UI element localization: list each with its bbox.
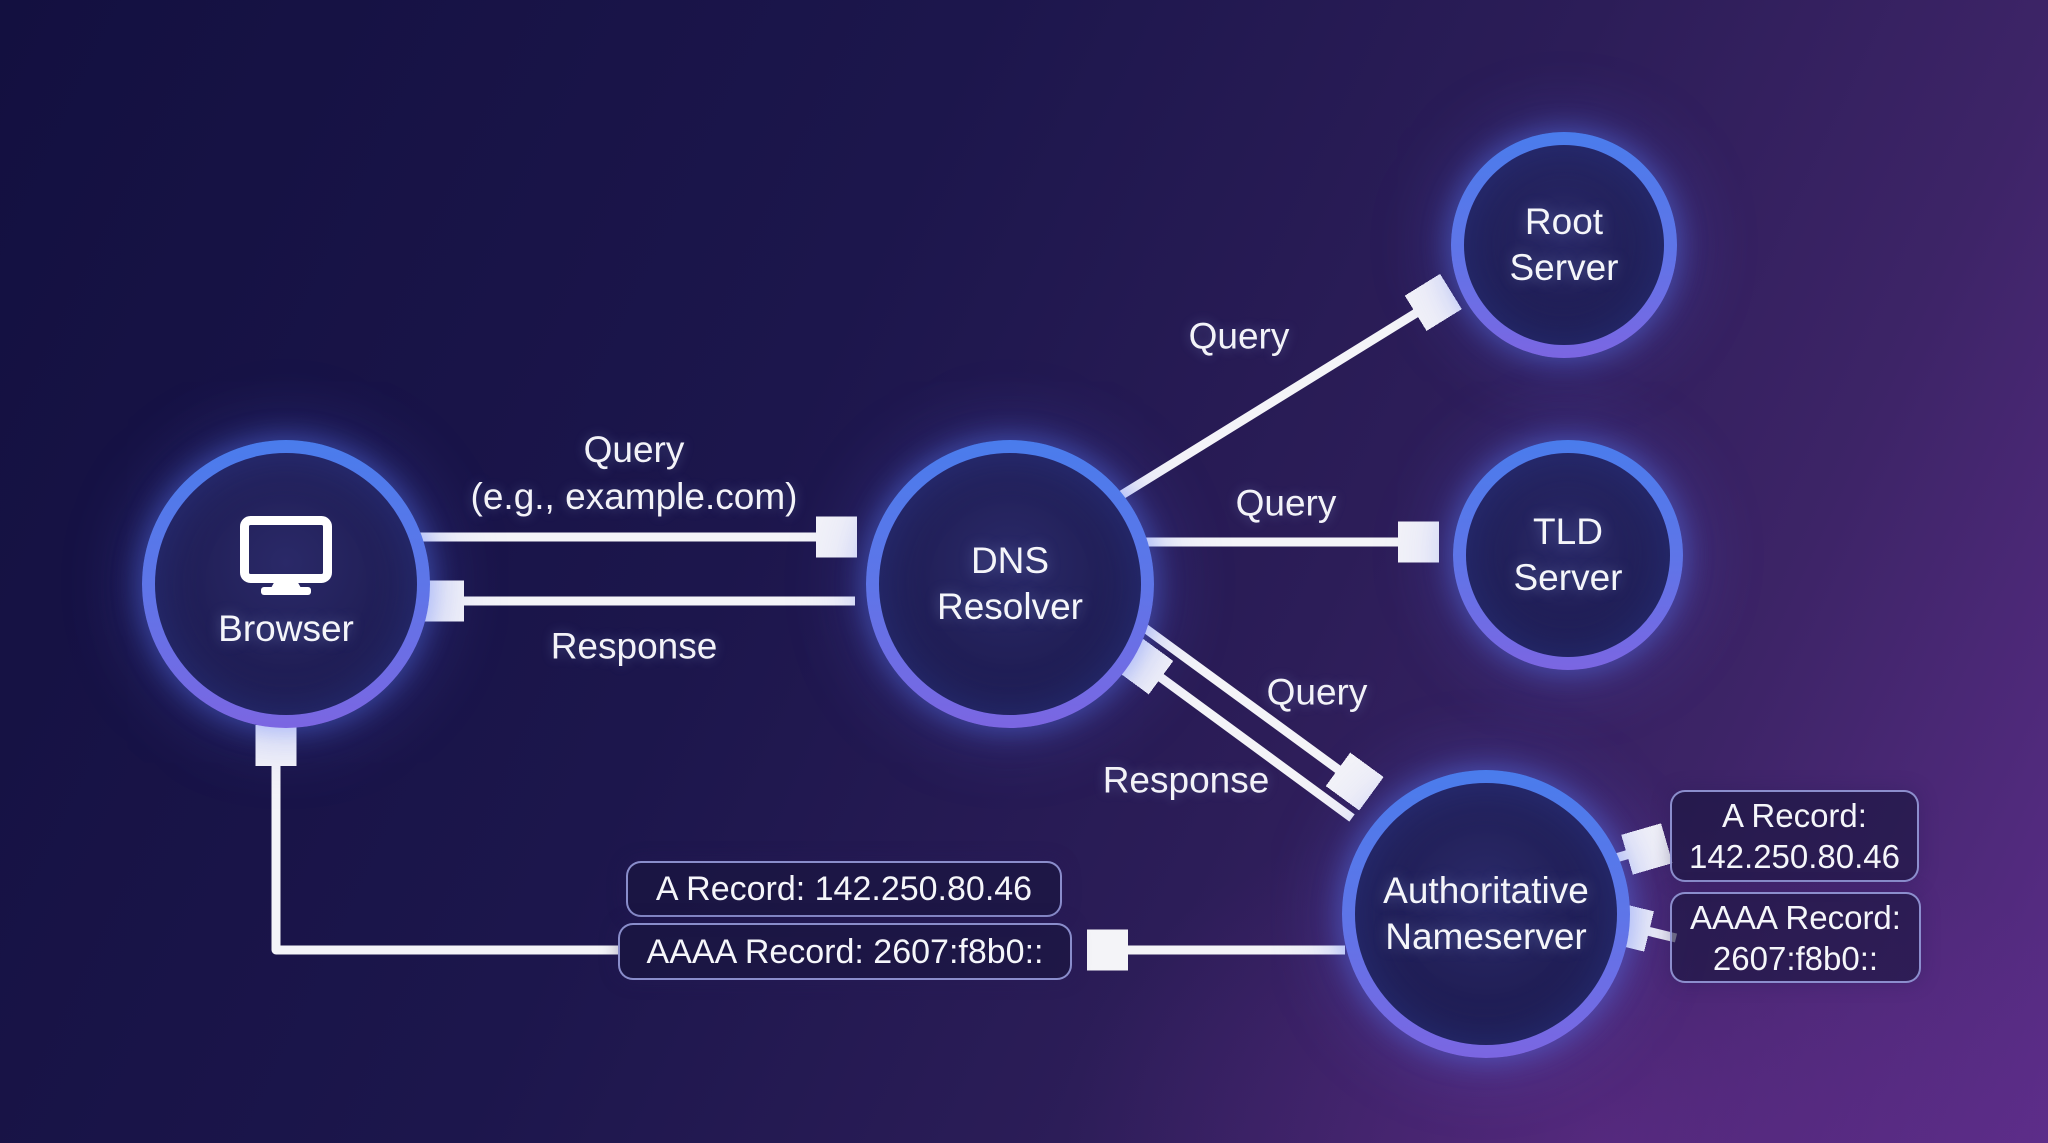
record-line: 142.250.80.46 bbox=[1688, 838, 1901, 875]
a-record-callout-box: A Record: 142.250.80.46 bbox=[1670, 790, 1919, 882]
aaaa-record-inline-box: AAAA Record: 2607:f8b0:: bbox=[618, 923, 1072, 980]
aaaa-record-inline-text: AAAA Record: 2607:f8b0:: bbox=[646, 932, 1044, 971]
node-label-line: Authoritative bbox=[1383, 870, 1589, 911]
label-response-authoritative-to-resolver: Response bbox=[1102, 759, 1270, 801]
node-label-line: DNS bbox=[970, 540, 1050, 581]
label-line: (e.g., example.com) bbox=[470, 476, 798, 517]
node-dns-resolver-label: DNS Resolver bbox=[937, 538, 1083, 630]
node-browser-label: Browser bbox=[218, 606, 354, 652]
node-dns-resolver: DNS Resolver bbox=[866, 440, 1154, 728]
node-label-line: TLD bbox=[1533, 511, 1603, 552]
node-browser: Browser bbox=[142, 440, 430, 728]
aaaa-record-callout-box: AAAA Record: 2607:f8b0:: bbox=[1670, 892, 1921, 983]
arrow-query-resolver-to-authoritative bbox=[1139, 622, 1343, 773]
node-label-line: Root bbox=[1524, 201, 1604, 242]
record-line: AAAA Record: bbox=[1690, 898, 1901, 936]
node-authoritative-nameserver: Authoritative Nameserver bbox=[1342, 770, 1630, 1058]
node-label-line: Resolver bbox=[937, 586, 1083, 627]
label-query-resolver-to-tld: Query bbox=[1235, 482, 1337, 524]
node-label-line: Nameserver bbox=[1385, 916, 1587, 957]
a-record-inline-box: A Record: 142.250.80.46 bbox=[626, 861, 1062, 917]
node-tld-server: TLD Server bbox=[1453, 440, 1683, 670]
node-authoritative-nameserver-label: Authoritative Nameserver bbox=[1383, 868, 1589, 960]
record-line: 2607:f8b0:: bbox=[1712, 939, 1879, 977]
label-query-resolver-to-authoritative: Query bbox=[1266, 671, 1368, 713]
label-query-browser-to-resolver: Query (e.g., example.com) bbox=[471, 426, 798, 520]
arrow-query-resolver-to-root bbox=[1117, 310, 1421, 500]
arrow-records-to-browser bbox=[276, 760, 618, 955]
label-line: Query bbox=[583, 429, 685, 470]
label-response-resolver-to-browser: Response bbox=[550, 625, 718, 667]
node-label-line: Server bbox=[1513, 557, 1623, 598]
node-root-server: Root Server bbox=[1451, 132, 1677, 358]
node-root-server-label: Root Server bbox=[1510, 199, 1619, 291]
node-label-line: Browser bbox=[218, 608, 354, 649]
record-line: A Record: bbox=[1722, 797, 1867, 834]
node-label-line: Server bbox=[1509, 247, 1619, 288]
label-query-resolver-to-root: Query bbox=[1188, 315, 1290, 357]
arrow-response-authoritative-to-resolver bbox=[1156, 674, 1355, 822]
a-record-inline-text: A Record: 142.250.80.46 bbox=[655, 870, 1033, 908]
monitor-icon bbox=[240, 516, 332, 595]
node-tld-server-label: TLD Server bbox=[1514, 509, 1623, 601]
